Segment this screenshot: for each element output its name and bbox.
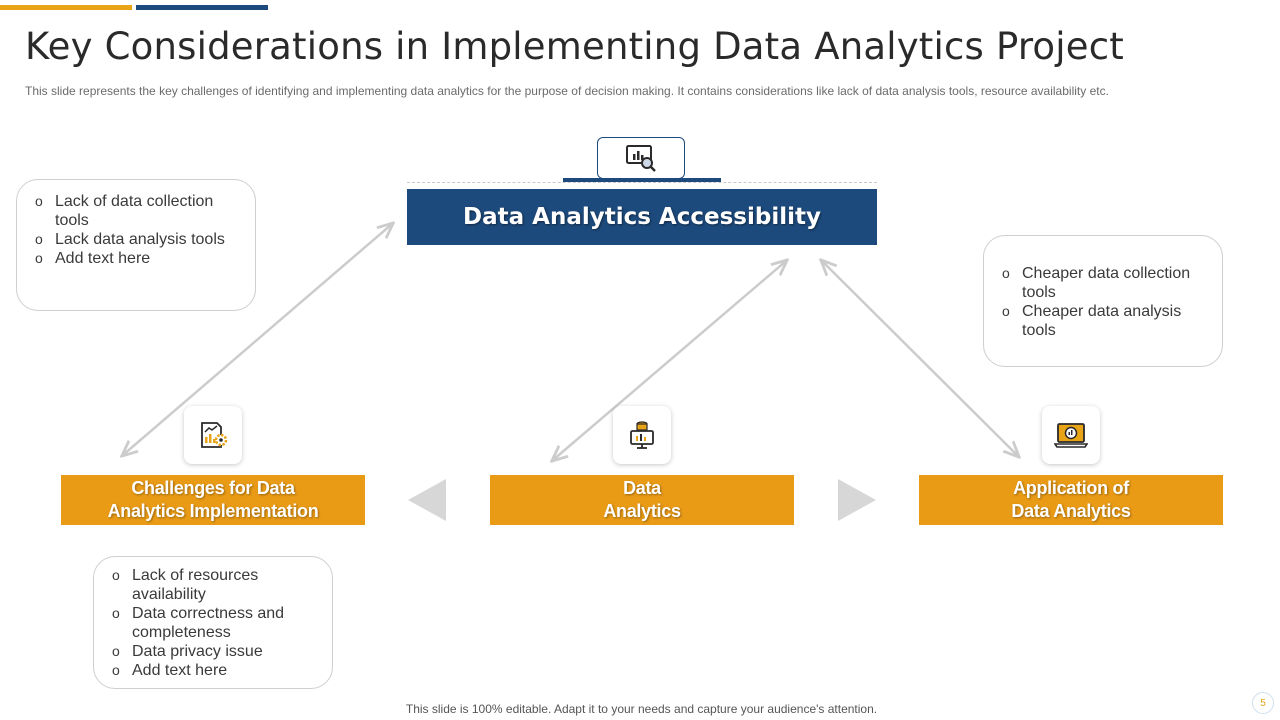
dashed-divider: [407, 182, 877, 183]
list-item: Add text here: [112, 661, 314, 680]
list-item: Data privacy issue: [112, 642, 314, 661]
list-item: Lack of resources availability: [112, 566, 314, 604]
main-icon-underline: [563, 178, 721, 182]
note-top-right: Cheaper data collection tools Cheaper da…: [983, 235, 1223, 367]
node-challenges-label: Challenges for Data Analytics Implementa…: [107, 478, 319, 521]
arrow-center-to-main: [553, 261, 786, 460]
note-top-left: Lack of data collection tools Lack data …: [16, 179, 256, 311]
node-data-analytics: Data Analytics: [487, 472, 797, 528]
accent-bar-gold: [0, 5, 132, 10]
slide-title: Key Considerations in Implementing Data …: [25, 25, 1124, 68]
main-icon-box: [597, 137, 685, 179]
analytics-laptop-icon: [1054, 423, 1088, 448]
footer-text: This slide is 100% editable. Adapt it to…: [405, 702, 878, 716]
report-gear-icon: [201, 422, 228, 448]
node-application: Application of Data Analytics: [916, 472, 1226, 528]
slide-subtitle: This slide represents the key challenges…: [25, 84, 1109, 98]
center-node-icon-tile: [613, 406, 671, 464]
list-item: Add text here: [35, 249, 237, 268]
page-number: 5: [1252, 692, 1274, 714]
node-data-analytics-label: Data Analytics: [603, 478, 681, 521]
database-monitor-icon: [630, 421, 654, 449]
list-item: Lack data analysis tools: [35, 230, 237, 249]
main-node-box: Data Analytics Accessibility: [407, 189, 877, 245]
main-node-label: Data Analytics Accessibility: [463, 204, 821, 230]
right-node-icon-tile: [1042, 406, 1100, 464]
data-search-monitor-icon: [626, 145, 656, 172]
triangle-left-pointer: [408, 479, 446, 521]
node-application-label: Application of Data Analytics: [1011, 478, 1131, 521]
note-bottom-left: Lack of resources availability Data corr…: [93, 556, 333, 689]
list-item: Cheaper data collection tools: [1002, 264, 1204, 302]
list-item: Lack of data collection tools: [35, 192, 237, 230]
list-item: Data correctness and completeness: [112, 604, 314, 642]
node-challenges: Challenges for Data Analytics Implementa…: [58, 472, 368, 528]
arrow-right-to-main: [822, 261, 1018, 456]
arrow-left-to-main: [123, 224, 392, 455]
accent-bar-blue: [136, 5, 268, 10]
left-node-icon-tile: [184, 406, 242, 464]
triangle-right-pointer: [838, 479, 876, 521]
list-item: Cheaper data analysis tools: [1002, 302, 1204, 340]
